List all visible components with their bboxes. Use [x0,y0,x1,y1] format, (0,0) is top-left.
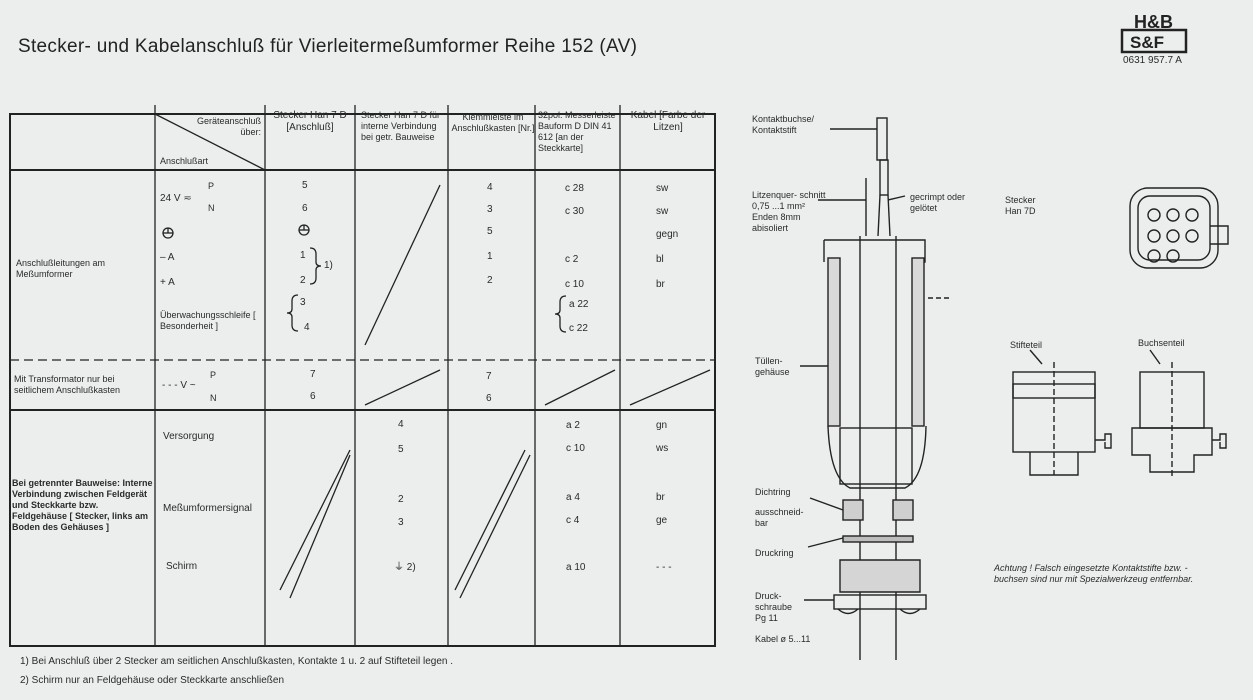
section1-label: Anschlußleitungen am Meßumformer [16,258,106,279]
footnote-1: 1) Bei Anschluß über 2 Stecker am seitli… [20,656,454,667]
label-kabel: Kabel ø 5...11 [755,634,811,644]
klemme-cell: 7 [486,371,492,382]
klemme-cell: 3 [487,204,493,215]
brace-footnote: 1) [324,260,333,271]
label-dichtring: Dichtring [755,487,791,497]
stecker-cell: 5 [398,444,404,455]
label-litzen: Litzenquer- schnitt 0,75 ...1 mm² Enden … [752,190,826,233]
klemme-cell: 1 [487,251,493,262]
minus-a: – A [160,252,175,263]
label-druckring: Druckring [755,548,794,558]
messer-cell: a 22 [569,299,589,310]
label-stecker-han: Stecker Han 7D [1005,195,1036,216]
klemme-cell: 2 [487,275,493,286]
ueberwachungsschleife: Überwachungsschleife [ Besonderheit ] [160,310,256,331]
footnote-2: 2) Schirm nur an Feldgehäuse oder Steckk… [20,675,285,686]
section2-supply: - - - V ~ [162,380,196,391]
stecker-cell: 1 [300,250,306,261]
kabel-cell: bl [656,254,664,265]
messer-cell: c 22 [569,323,588,334]
hb-sf-logo: H&B S&F [1120,12,1188,54]
kabel-cell: sw [656,206,669,217]
kabel-cell: sw [656,183,669,194]
stecker-cell: 5 [302,180,308,191]
messer-cell: a 10 [566,562,586,573]
header-col-kabel: Kabel [Farbe der Litzen] [630,110,706,133]
header-col-stecker: Stecker Han 7 D [Anschluß] [273,110,347,133]
messer-cell: c 30 [565,206,584,217]
document-title: Stecker- und Kabelanschluß für Vierleite… [18,36,638,57]
svg-text:H&B: H&B [1134,12,1173,32]
label-ausschneid: ausschneid- bar [755,507,804,528]
section3-label: Bei getrennter Bauweise: Interne Verbind… [12,478,153,532]
header-col-messer: 32pol. Messerleiste Bauform D DIN 41 612… [538,110,616,153]
supply-24v: 24 V ≂ [160,193,192,204]
stecker-cell: 2 [398,494,404,505]
label-kontakt: Kontaktbuchse/ Kontaktstift [752,114,815,135]
messer-cell: c 10 [566,443,585,454]
pole-p: P [210,370,217,380]
pole-n: N [210,393,217,403]
section2-label: Mit Transformator nur bei seitlichem Ans… [14,374,121,395]
stecker-cell: 3 [300,297,306,308]
messer-cell: c 10 [565,279,584,290]
label-gecrimpt: gecrimpt oder gelötet [910,192,966,213]
doc-number: 0631 957.7 A [1123,55,1182,66]
header-col-intern: Stecker Han 7 D für interne Verbindung b… [361,110,441,142]
kabel-cell: gn [656,420,668,431]
messer-cell: c 4 [566,515,580,526]
stecker-cell: 6 [310,391,316,402]
messer-cell: a 2 [566,420,580,431]
pole-n: N [208,203,215,213]
label-tuellen: Tüllen- gehäuse [755,356,790,377]
stecker-cell: 6 [302,203,308,214]
messer-cell: a 4 [566,492,580,503]
messsignal-label: Meßumformersignal [163,503,252,514]
header-col-klemme: Klemmleiste im Anschlußkasten [Nr.] [451,112,535,133]
label-buchsenteil: Buchsenteil [1138,338,1185,348]
svg-text:S&F: S&F [1130,33,1164,52]
schirm-label: Schirm [166,561,198,572]
stecker-cell: 7 [310,369,316,380]
kabel-cell: ws [656,443,669,454]
messer-cell: c 2 [565,254,579,265]
stecker-cell: ⏚ 2) [394,562,416,573]
klemme-cell: 5 [487,226,493,237]
label-druckschraube: Druck- schraube Pg 11 [755,591,793,623]
label-stifteteil: Stifteteil [1010,340,1043,350]
versorgung-label: Versorgung [163,431,215,442]
messer-cell: c 28 [565,183,584,194]
kabel-cell: - - - [656,562,672,573]
stecker-cell: 4 [398,419,404,430]
stecker-cell: 3 [398,517,404,528]
kabel-cell: br [656,279,665,290]
stecker-cell: 4 [304,322,310,333]
header-corner-top: Geräteanschluß über: [196,116,261,137]
pole-p: P [208,181,215,191]
header-corner-bottom: Anschlußart [160,156,209,166]
plus-a: + A [160,277,175,288]
kabel-cell: br [656,492,665,503]
kabel-cell: ge [656,515,668,526]
klemme-cell: 4 [487,182,493,193]
warning-note: Achtung ! Falsch eingesetzte Kontaktstif… [994,563,1194,584]
klemme-cell: 6 [486,393,492,404]
kabel-cell: gegn [656,229,679,240]
stecker-cell: 2 [300,275,306,286]
